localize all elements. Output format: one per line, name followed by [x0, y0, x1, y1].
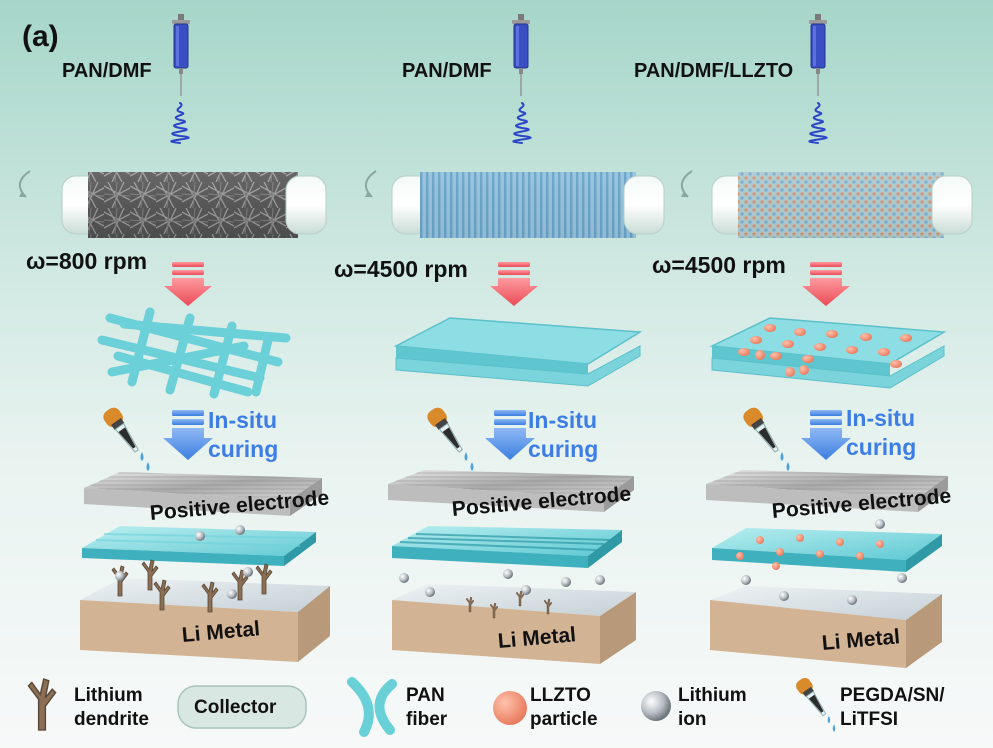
legend-line: fiber: [406, 709, 448, 730]
dropper-2: [424, 404, 474, 472]
curing-line-2: curing: [528, 436, 599, 462]
legend-line: Lithium: [678, 685, 747, 706]
cell-stack-1: [80, 472, 330, 662]
legend-line: dendrite: [74, 709, 149, 730]
precursor-label-3: PAN/DMF/LLZTO: [634, 60, 794, 82]
legend-line: LiTFSI: [840, 709, 899, 730]
curing-line-2: curing: [208, 436, 279, 462]
membrane-random-fibers: [97, 307, 291, 399]
legend-dendrite-text: Lithium dendrite: [74, 684, 149, 732]
dropper-3: [740, 404, 790, 472]
membrane-llzto-fibers: [709, 317, 947, 389]
collector-roller-1: [19, 170, 327, 238]
membrane-aligned-fibers: [393, 317, 643, 387]
legend-line: Collector: [194, 697, 277, 718]
precursor-label-1: PAN/DMF: [62, 60, 152, 82]
blue-arrow-1: [163, 410, 213, 460]
legend-line: LLZTO: [530, 685, 591, 706]
legend-line: PAN: [406, 685, 445, 706]
red-arrow-3: [802, 262, 850, 306]
red-arrow-1: [164, 262, 212, 306]
llzto-particle-icon: [493, 691, 527, 725]
fiber-jet-spiral-1: [170, 102, 190, 144]
curing-label-3: In-situ curing: [846, 404, 916, 462]
legend-dropper-text: PEGDA/SN/ LiTFSI: [840, 684, 945, 732]
collector-icon: [177, 685, 307, 729]
syringe-2: [511, 13, 531, 97]
legend-llzto-text: LLZTO particle: [530, 684, 598, 732]
speed-label-1: ω=800 rpm: [26, 248, 148, 274]
legend-pan-fiber-text: PAN fiber: [406, 684, 447, 732]
syringe-1: [171, 13, 191, 97]
curing-line-1: In-situ: [528, 407, 597, 433]
dropper-icon: [793, 675, 836, 733]
panel-label: (a): [22, 20, 59, 53]
cell-stack-2: [388, 470, 636, 664]
cell-stack-3: [706, 470, 948, 668]
legend-line: particle: [530, 709, 598, 730]
red-arrow-2: [490, 262, 538, 306]
collector-roller-2: [365, 170, 665, 238]
lithium-ion-icon: [641, 691, 671, 721]
curing-label-1: In-situ curing: [208, 406, 278, 464]
syringe-3: [808, 13, 828, 97]
pan-fiber-icon: [347, 677, 397, 737]
dropper-1: [100, 404, 150, 472]
legend-collector-text: Collector: [194, 696, 276, 720]
speed-label-3: ω=4500 rpm: [652, 252, 786, 278]
blue-arrow-3: [801, 410, 851, 460]
dendrite-icon: [27, 678, 57, 731]
legend-lithium-ion-text: Lithium ion: [678, 684, 747, 732]
legend-line: Lithium: [74, 685, 143, 706]
curing-line-2: curing: [846, 434, 917, 460]
collector-roller-3: [681, 170, 973, 238]
fiber-jet-spiral-2: [512, 102, 532, 144]
curing-line-1: In-situ: [208, 407, 277, 433]
curing-label-2: In-situ curing: [528, 406, 598, 464]
speed-label-2: ω=4500 rpm: [334, 256, 468, 282]
fiber-jet-spiral-3: [808, 102, 828, 144]
legend-line: ion: [678, 709, 707, 730]
legend-line: PEGDA/SN/: [840, 685, 945, 706]
precursor-label-2: PAN/DMF: [402, 60, 492, 82]
curing-line-1: In-situ: [846, 405, 915, 431]
